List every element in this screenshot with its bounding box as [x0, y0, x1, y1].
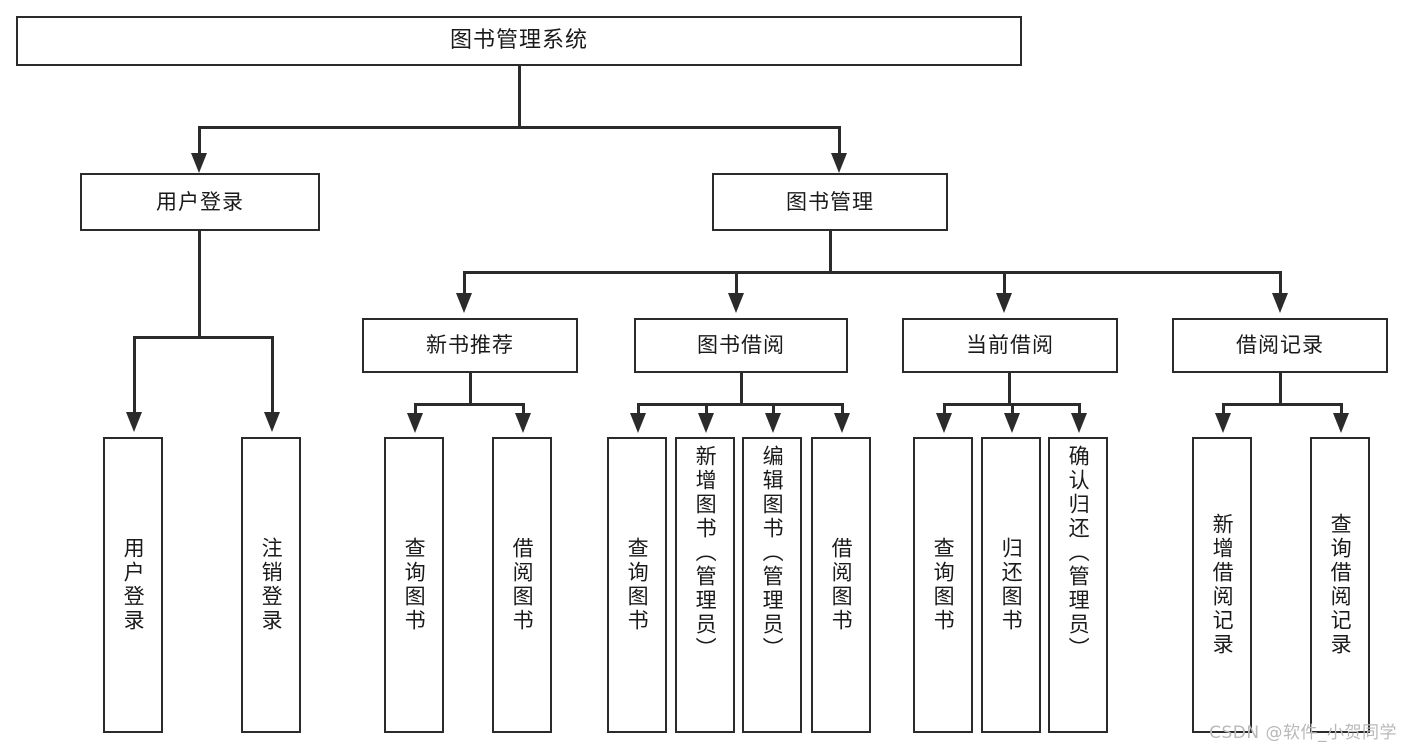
- connector-user-login-to-leaf-1: [133, 336, 136, 414]
- connector-bm-to-current-borrow: [1003, 271, 1006, 295]
- arrowhead-bb-to-leaf-2: [698, 413, 714, 433]
- connector-br-to-leaf-1: [1222, 403, 1225, 415]
- connector-new-book-stem: [469, 373, 472, 405]
- node-label: 新增借阅记录: [1210, 513, 1235, 657]
- node-label: 图书管理系统: [449, 28, 588, 54]
- arrowhead-new-book-to-leaf-2: [515, 413, 531, 433]
- leaf-confirm-return[interactable]: 确认归还（管理员）: [1048, 437, 1108, 733]
- node-user-login[interactable]: 用户登录: [80, 173, 320, 231]
- node-label: 归还图书: [999, 537, 1024, 633]
- connector-bm-to-borrow-record: [1279, 271, 1282, 295]
- connector-root-stem: [518, 66, 521, 128]
- node-label: 用户登录: [121, 537, 146, 633]
- connector-root-to-user-login: [198, 126, 201, 156]
- leaf-borrow-book-recommend[interactable]: 借阅图书: [492, 437, 552, 733]
- leaf-edit-book[interactable]: 编辑图书（管理员）: [742, 437, 802, 733]
- leaf-query-book-borrow[interactable]: 查询图书: [607, 437, 667, 733]
- connector-cb-to-leaf-3: [1078, 403, 1081, 415]
- connector-borrow-record-bus: [1222, 403, 1342, 406]
- node-new-book-recommend[interactable]: 新书推荐: [362, 318, 578, 373]
- arrowhead-user-login-to-leaf-1: [126, 412, 142, 432]
- leaf-add-borrow-record[interactable]: 新增借阅记录: [1192, 437, 1252, 733]
- connector-book-management-bus: [463, 271, 1281, 274]
- leaf-user-login[interactable]: 用户登录: [103, 437, 163, 733]
- arrowhead-bb-to-leaf-1: [630, 413, 646, 433]
- arrowhead-bm-to-current-borrow: [996, 293, 1012, 313]
- node-label: 借阅记录: [1236, 333, 1324, 358]
- leaf-logout[interactable]: 注销登录: [241, 437, 301, 733]
- node-label: 借阅图书: [829, 537, 854, 633]
- connector-cb-to-leaf-2: [1011, 403, 1014, 415]
- node-label: 新书推荐: [426, 333, 514, 358]
- node-label: 图书借阅: [697, 333, 785, 358]
- node-label: 查询图书: [931, 537, 956, 633]
- node-label: 借阅图书: [510, 537, 535, 633]
- connector-new-book-to-leaf-1: [414, 403, 417, 415]
- node-label: 图书管理: [786, 189, 874, 214]
- leaf-return-book[interactable]: 归还图书: [981, 437, 1041, 733]
- node-root-book-management-system[interactable]: 图书管理系统: [16, 16, 1022, 66]
- csdn-watermark: CSDN @软件_小贺同学: [1209, 723, 1397, 743]
- arrowhead-cb-to-leaf-1: [936, 413, 952, 433]
- connector-bb-to-leaf-2: [705, 403, 708, 415]
- connector-bm-to-book-borrow: [735, 271, 738, 295]
- node-label: 查询借阅记录: [1328, 513, 1353, 657]
- arrowhead-bm-to-new-book: [456, 293, 472, 313]
- node-label: 查询图书: [625, 537, 650, 633]
- connector-new-book-to-leaf-2: [522, 403, 525, 415]
- connector-bb-to-leaf-3: [772, 403, 775, 415]
- connector-bb-to-leaf-1: [637, 403, 640, 415]
- connector-bm-to-new-book: [463, 271, 466, 295]
- arrowhead-root-to-book-management: [831, 153, 847, 173]
- arrowhead-root-to-user-login: [191, 153, 207, 173]
- node-label: 新增图书（管理员）: [693, 445, 718, 661]
- arrowhead-new-book-to-leaf-1: [407, 413, 423, 433]
- node-borrow-record[interactable]: 借阅记录: [1172, 318, 1388, 373]
- arrowhead-user-login-to-leaf-2: [264, 412, 280, 432]
- arrowhead-cb-to-leaf-3: [1071, 413, 1087, 433]
- node-label: 注销登录: [259, 537, 284, 633]
- arrowhead-bb-to-leaf-3: [765, 413, 781, 433]
- arrowhead-bm-to-borrow-record: [1272, 293, 1288, 313]
- connector-br-to-leaf-2: [1340, 403, 1343, 415]
- connector-root-to-book-management: [838, 126, 841, 156]
- connector-new-book-bus: [414, 403, 524, 406]
- connector-book-borrow-stem: [740, 373, 743, 405]
- node-current-borrow[interactable]: 当前借阅: [902, 318, 1118, 373]
- node-label: 编辑图书（管理员）: [760, 445, 785, 661]
- connector-book-management-stem: [829, 231, 832, 273]
- connector-borrow-record-stem: [1279, 373, 1282, 405]
- node-label: 用户登录: [156, 189, 244, 214]
- leaf-query-borrow-record[interactable]: 查询借阅记录: [1310, 437, 1370, 733]
- leaf-add-book[interactable]: 新增图书（管理员）: [675, 437, 735, 733]
- node-book-management[interactable]: 图书管理: [712, 173, 948, 231]
- leaf-query-book-current[interactable]: 查询图书: [913, 437, 973, 733]
- arrowhead-bb-to-leaf-4: [834, 413, 850, 433]
- node-label: 当前借阅: [966, 333, 1054, 358]
- arrowhead-bm-to-book-borrow: [728, 293, 744, 313]
- connector-cb-to-leaf-1: [943, 403, 946, 415]
- arrowhead-cb-to-leaf-2: [1004, 413, 1020, 433]
- connector-user-login-bus: [133, 336, 271, 339]
- connector-root-bus: [198, 126, 840, 129]
- connector-user-login-stem: [198, 231, 201, 338]
- leaf-borrow-book[interactable]: 借阅图书: [811, 437, 871, 733]
- connector-current-borrow-stem: [1008, 373, 1011, 405]
- node-book-borrow[interactable]: 图书借阅: [634, 318, 848, 373]
- arrowhead-br-to-leaf-2: [1333, 413, 1349, 433]
- connector-bb-to-leaf-4: [841, 403, 844, 415]
- connector-user-login-to-leaf-2: [271, 336, 274, 414]
- leaf-query-book-recommend[interactable]: 查询图书: [384, 437, 444, 733]
- connector-book-borrow-bus: [637, 403, 844, 406]
- node-label: 确认归还（管理员）: [1066, 445, 1091, 661]
- arrowhead-br-to-leaf-1: [1215, 413, 1231, 433]
- node-label: 查询图书: [402, 537, 427, 633]
